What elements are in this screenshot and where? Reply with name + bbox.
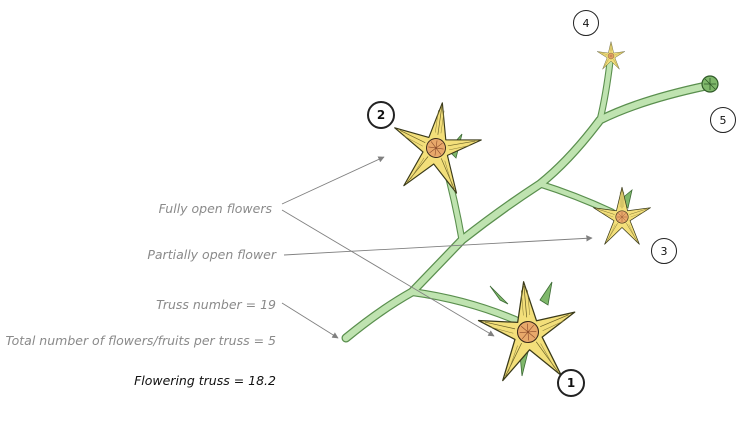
arrow-fully-open-to-flower-1 <box>281 209 495 337</box>
label-fully-open-flowers: Fully open flowers <box>158 201 272 216</box>
flower-2 <box>386 96 487 197</box>
truss-stem <box>341 58 711 343</box>
badge-flower-5: 5 <box>710 107 736 133</box>
label-truss-number: Truss number = 19 <box>156 297 276 312</box>
label-partially-open-flower: Partially open flower <box>147 247 276 262</box>
bud-5 <box>701 75 719 93</box>
badge-flower-2: 2 <box>367 101 395 129</box>
label-flowering-truss: Flowering truss = 18.2 <box>134 373 276 388</box>
badge-flower-3: 3 <box>651 238 677 264</box>
annotation-arrows <box>281 156 593 339</box>
arrow-truss-number-to-stem <box>281 302 339 339</box>
flower-3 <box>593 186 651 245</box>
flower-1 <box>474 276 581 383</box>
label-total-flowers: Total number of flowers/fruits per truss… <box>5 333 276 348</box>
arrow-fully-open-to-flower-2 <box>281 156 385 205</box>
arrow-partially-open-to-flower-3 <box>283 235 593 256</box>
badge-flower-4: 4 <box>573 10 599 36</box>
badge-flower-1: 1 <box>557 369 585 397</box>
